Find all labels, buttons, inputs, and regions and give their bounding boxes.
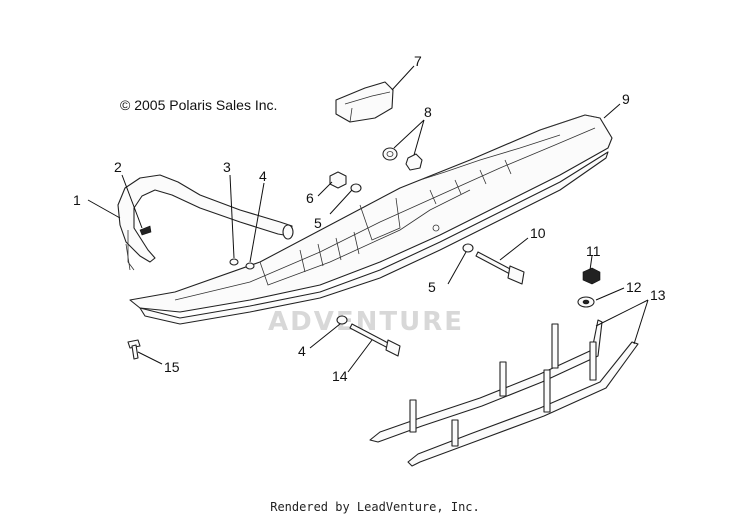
bolt-10 — [475, 251, 525, 285]
callout-7: 7 — [414, 53, 422, 69]
callout-3: 3 — [223, 159, 231, 175]
washer-4-lower — [336, 315, 348, 325]
callout-2: 2 — [114, 159, 122, 175]
nut-11 — [582, 267, 601, 285]
ski-handle — [117, 174, 294, 271]
callout-14: 14 — [332, 368, 348, 384]
callout-5: 5 — [314, 215, 322, 231]
screw-2 — [139, 225, 152, 236]
callout-15: 15 — [164, 359, 180, 375]
callout-6: 6 — [306, 190, 314, 206]
bolt-15 — [127, 339, 141, 360]
washer-5-upper — [350, 183, 362, 193]
callout-13: 13 — [650, 287, 666, 303]
washer-4-upper — [245, 262, 255, 270]
callout-4-lower: 4 — [298, 343, 306, 359]
callout-9: 9 — [622, 91, 630, 107]
runner-upper — [369, 319, 603, 443]
bushing-8 — [382, 147, 423, 171]
ski-body — [129, 114, 613, 325]
footer-credit: Rendered by LeadVenture, Inc. — [270, 500, 480, 514]
callout-5-lower: 5 — [428, 279, 436, 295]
callout-8: 8 — [424, 104, 432, 120]
callout-12: 12 — [626, 279, 642, 295]
runner-lower — [407, 341, 639, 467]
callout-10: 10 — [530, 225, 546, 241]
wear-pad-7 — [335, 81, 394, 123]
washer-12 — [577, 296, 595, 308]
leader-lines — [87, 65, 649, 373]
copyright-text: © 2005 Polaris Sales Inc. — [120, 97, 277, 113]
bolt-14 — [349, 323, 401, 357]
callout-4: 4 — [259, 168, 267, 184]
nut-3 — [229, 258, 239, 266]
nut-6 — [329, 171, 347, 189]
callout-1: 1 — [73, 192, 81, 208]
callout-11: 11 — [586, 243, 601, 259]
washer-5-lower — [462, 243, 474, 253]
